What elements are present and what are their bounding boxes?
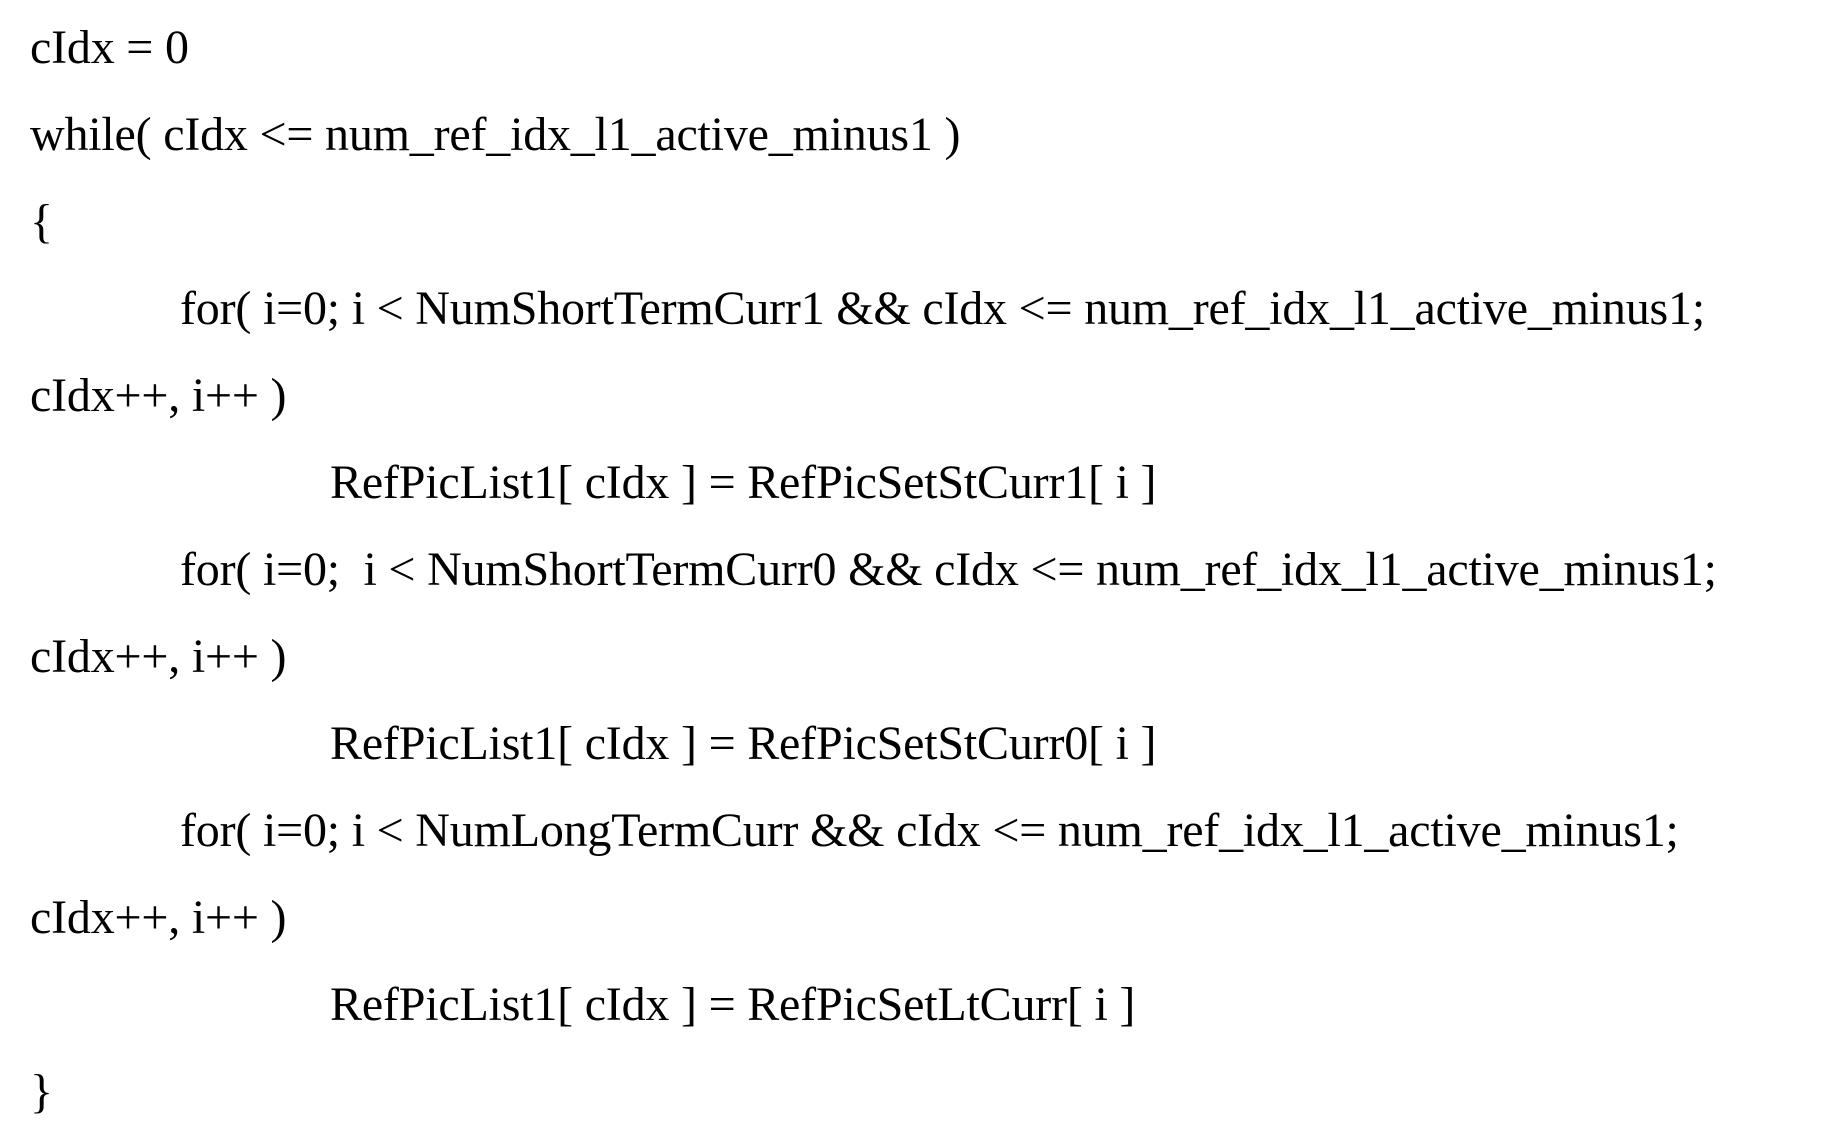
code-line-11: cIdx++, i++ ) <box>30 894 286 942</box>
code-line-8: cIdx++, i++ ) <box>30 633 286 681</box>
code-line-12: RefPicList1[ cIdx ] = RefPicSetLtCurr[ i… <box>330 981 1135 1029</box>
code-line-6: RefPicList1[ cIdx ] = RefPicSetStCurr1[ … <box>330 459 1156 507</box>
code-line-13: } <box>30 1068 53 1116</box>
code-line-5: cIdx++, i++ ) <box>30 372 286 420</box>
code-line-10: for( i=0; i < NumLongTermCurr && cIdx <=… <box>180 807 1679 855</box>
code-line-7: for( i=0; i < NumShortTermCurr0 && cIdx … <box>180 546 1717 594</box>
code-line-9: RefPicList1[ cIdx ] = RefPicSetStCurr0[ … <box>330 720 1156 768</box>
code-line-3: { <box>30 198 53 246</box>
code-line-2: while( cIdx <= num_ref_idx_l1_active_min… <box>30 111 960 159</box>
code-line-1: cIdx = 0 <box>30 24 189 72</box>
code-line-4: for( i=0; i < NumShortTermCurr1 && cIdx … <box>180 285 1705 333</box>
